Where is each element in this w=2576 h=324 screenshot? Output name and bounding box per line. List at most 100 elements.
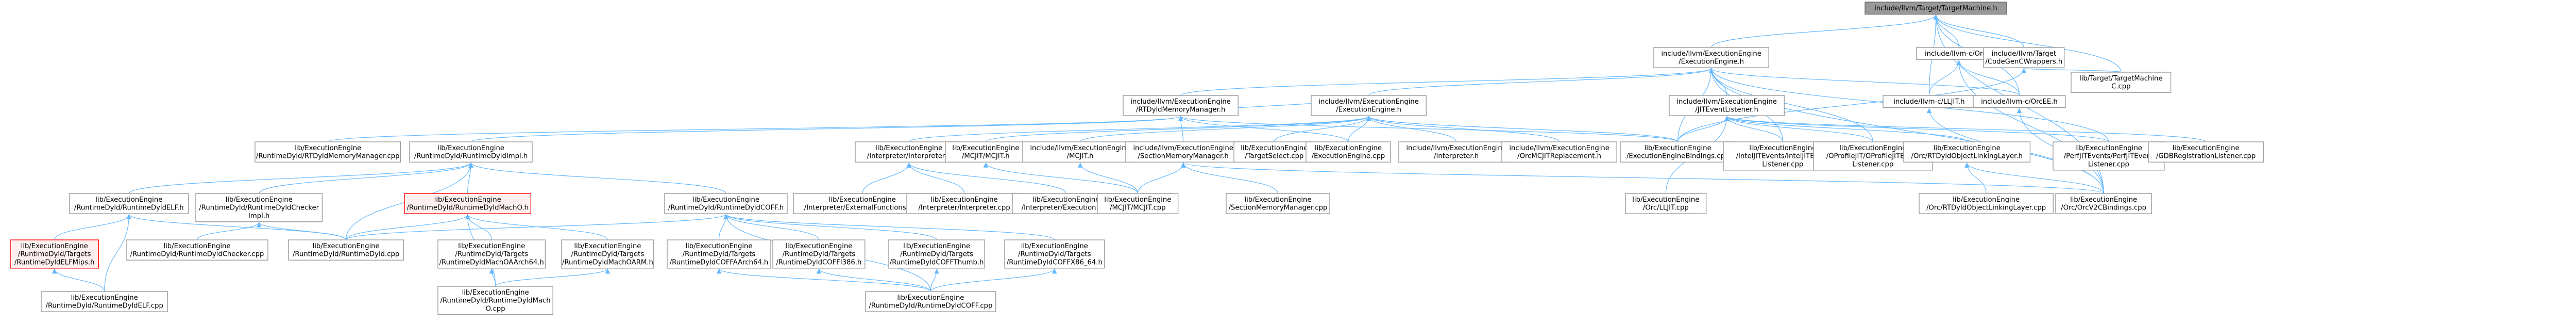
node-label: /RuntimeDyld/Targets [571,251,645,258]
node-label: include/llvm/ExecutionEngine [1318,98,1419,106]
dependency-edge [862,163,911,194]
graph-node[interactable]: include/llvm/ExecutionEngine/RTDyldMemor… [1123,95,1239,116]
graph-node[interactable]: lib/ExecutionEngine/RuntimeDyld/Targets/… [10,239,99,269]
dependency-edge [1366,116,1679,142]
node-label: /RuntimeDyld/RuntimeDyldELF.h [74,204,184,212]
graph-node[interactable]: lib/ExecutionEngine/Orc/RTDyldObjectLink… [1919,193,2054,214]
node-label: /RuntimeDyldCOFFX86_64.h [1007,258,1103,266]
graph-node[interactable]: include/llvm-c/Orc.h [1916,47,2002,60]
dependency-edge [259,162,473,194]
node-box [1903,141,2031,163]
graph-node[interactable]: lib/ExecutionEngine/Orc/RTDyldObjectLink… [1903,141,2031,163]
graph-node[interactable]: lib/ExecutionEngine/MCJIT/MCJIT.cpp [1097,193,1179,214]
node-box [1233,141,1315,163]
graph-node[interactable]: lib/ExecutionEngine/RuntimeDyld/Targets/… [888,239,985,269]
node-label: /RuntimeDyldCOFFThumb.h [890,258,984,266]
graph-node[interactable]: lib/ExecutionEngine/RuntimeDyld/RuntimeD… [437,286,553,315]
graph-node[interactable]: lib/ExecutionEngine/Orc/LLJIT.cpp [1625,193,1707,214]
graph-node[interactable]: lib/ExecutionEngine/RuntimeDyld/RuntimeD… [126,239,268,261]
graph-node[interactable]: lib/ExecutionEngine/MCJIT/MCJIT.h [945,141,1027,163]
graph-node[interactable]: lib/ExecutionEngine/ExecutionEngine.cpp [1306,141,1391,163]
node-label: lib/ExecutionEngine [1632,196,1699,204]
graph-node[interactable]: include/llvm/Target/CodeGenCWrappers.h [1983,47,2065,68]
dependency-edge [906,163,1066,194]
node-label: /SectionMemoryManager.cpp [1229,204,1328,212]
dependency-edge [1180,68,1714,96]
graph-node[interactable]: lib/ExecutionEngine/RuntimeDyld/RuntimeD… [865,291,996,312]
graph-node[interactable]: include/llvm/ExecutionEngine/JITEventLis… [1669,95,1785,116]
graph-node[interactable]: lib/ExecutionEngine/RuntimeDyld/RTDyldMe… [255,141,401,163]
node-label: lib/ExecutionEngine [458,242,525,250]
node-label: /RuntimeDyld/RuntimeDyldImpl.h [414,153,528,160]
graph-node[interactable]: lib/ExecutionEngine/Interpreter/Interpre… [906,193,1022,214]
node-label: /RuntimeDyld/RuntimeDyldChecker [199,204,319,212]
graph-node[interactable]: include/llvm/Target/TargetMachine.h [1865,2,2007,15]
node-label: Impl.h [248,212,269,220]
graph-node[interactable]: lib/ExecutionEngine/RuntimeDyld/Targets/… [772,239,866,269]
graph-node[interactable]: lib/ExecutionEngine/SectionMemoryManager… [1226,193,1330,214]
graph-node[interactable]: lib/ExecutionEngine/RuntimeDyld/RuntimeD… [404,193,532,214]
graph-node[interactable]: lib/ExecutionEngine/RuntimeDyld/Targets/… [667,239,771,269]
node-label: lib/ExecutionEngine [226,196,293,204]
graph-node[interactable]: include/llvm/ExecutionEngine/OrcMCJITRep… [1501,141,1617,163]
graph-node[interactable]: lib/ExecutionEngine/RuntimeDyld/RuntimeD… [41,291,168,312]
node-label: /Interpreter/ExternalFunctions.cpp [804,204,921,212]
graph-node[interactable]: include/llvm/ExecutionEngine/SectionMemo… [1125,141,1241,163]
graph-node[interactable]: include/llvm-c/LLJIT.h [1883,95,1976,108]
node-label: lib/ExecutionEngine [952,144,1019,152]
dependency-edge [465,214,492,240]
dependency-edge [1181,162,2104,194]
node-label: /RuntimeDyld/Targets [1018,251,1091,258]
node-box [1306,141,1391,163]
node-box [10,239,99,269]
graph-node[interactable]: include/llvm/ExecutionEngine/MCJIT.h [1022,141,1138,163]
node-label: Listener.cpp [2088,160,2129,168]
node-label: /MCJIT.h [1067,153,1094,160]
graph-node[interactable]: include/llvm/ExecutionEngine/Interpreter… [1398,141,1514,163]
node-label: lib/ExecutionEngine [1032,196,1099,204]
graph-node[interactable]: include/llvm/ExecutionEngine/ExecutionEn… [1653,47,1769,68]
node-label: include/llvm/ExecutionEngine [1661,50,1761,58]
dependency-edge [104,214,132,292]
graph-node[interactable]: lib/ExecutionEngine/RuntimeDyld/RuntimeD… [664,193,788,214]
node-label: include/llvm/ExecutionEngine [1133,144,1233,152]
node-label: /RuntimeDyld/Targets [683,251,756,258]
node-label: lib/ExecutionEngine [1241,144,1308,152]
node-box [1865,2,2007,15]
dependency-edge [495,268,611,287]
node-label: /RuntimeDyld/RuntimeDyldELF.cpp [46,302,163,310]
graph-node[interactable]: lib/ExecutionEngine/ExecutionEngineBindi… [1620,141,1736,163]
node-box [906,193,1022,214]
node-label: lib/ExecutionEngine [692,196,759,204]
node-label: /RuntimeDyldCOFFI386.h [776,258,861,266]
dependency-edge [256,222,347,240]
node-label: include/llvm/Target [1992,50,2056,58]
node-box [126,239,268,261]
graph-node[interactable]: lib/ExecutionEngine/RuntimeDyld/Targets/… [561,239,654,269]
graph-node[interactable]: lib/ExecutionEngine/RuntimeDyld/Targets/… [437,239,546,269]
graph-node[interactable]: include/llvm-c/OrcEE.h [1973,95,2066,108]
graph-node[interactable]: lib/ExecutionEngine/RuntimeDyld/RuntimeD… [195,193,323,222]
node-box [1919,193,2054,214]
graph-node[interactable]: lib/ExecutionEngine/Interpreter/Interpre… [855,141,963,163]
dependency-edge [470,116,1183,142]
graph-node[interactable]: lib/ExecutionEngine/TargetSelect.cpp [1233,141,1315,163]
node-label: /RuntimeDyld/RuntimeDyldCOFF.h [668,204,784,212]
dependency-edge [128,162,473,194]
graph-node[interactable]: lib/ExecutionEngine/Orc/OrcV2CBindings.c… [2055,193,2152,214]
graph-node[interactable]: lib/ExecutionEngine/GDBRegistrationListe… [2148,141,2264,163]
node-box [1226,193,1330,214]
dependency-edge [1933,14,2024,48]
dependency-edge [52,268,105,292]
graph-node[interactable]: lib/ExecutionEngine/RuntimeDyld/Targets/… [1004,239,1105,269]
node-box [2053,141,2165,171]
graph-node[interactable]: lib/ExecutionEngine/RuntimeDyld/RuntimeD… [288,239,404,261]
graph-node[interactable]: lib/ExecutionEngine/RuntimeDyld/RuntimeD… [409,141,533,163]
graph-node[interactable]: lib/ExecutionEngine/RuntimeDyld/RuntimeD… [69,193,189,214]
node-box [1097,193,1179,214]
graph-node[interactable]: include/llvm/ExecutionEngine/ExecutionEn… [1311,95,1427,116]
graph-node[interactable]: lib/ExecutionEngine/PerfJITEvents/PerfJI… [2053,141,2165,171]
node-label: /ExecutionEngine.cpp [1312,153,1385,160]
